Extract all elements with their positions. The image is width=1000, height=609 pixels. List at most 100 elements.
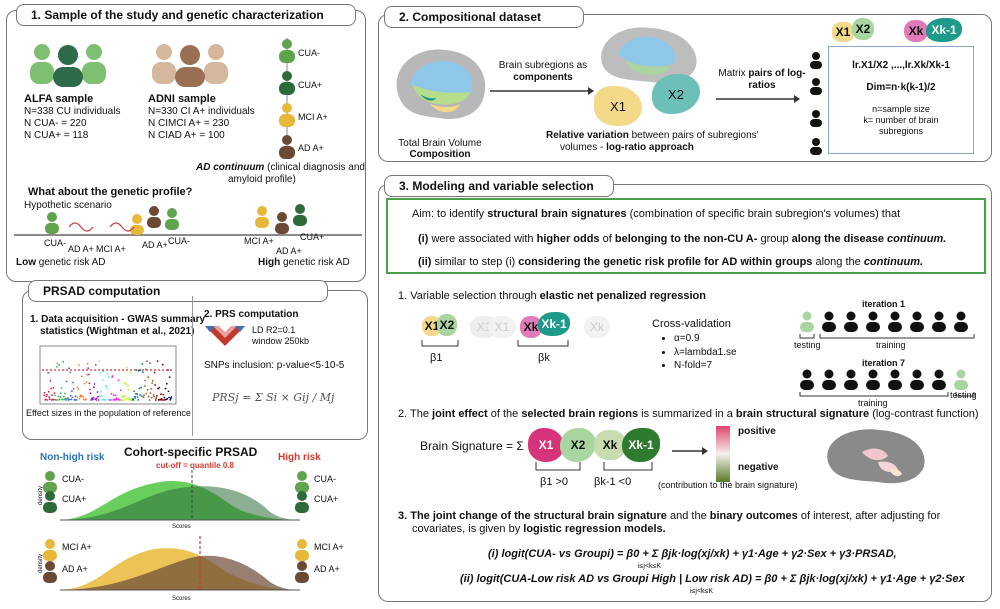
matrix-x1: X1: [832, 22, 854, 42]
manhattan-point: [121, 396, 123, 399]
manhattan-point: [60, 392, 62, 395]
manhattan-point: [93, 383, 96, 385]
manhattan-point: [82, 395, 84, 398]
manhattan-point: [111, 375, 114, 377]
adni-ad: N CIAD A+ = 100: [148, 130, 225, 141]
manhattan-point: [144, 379, 147, 382]
continuum-caption-2: amyloid profile): [228, 174, 296, 185]
manhattan-point: [54, 394, 56, 397]
manhattan-point: [99, 372, 102, 375]
manhattan-point: [112, 394, 115, 397]
low-label-1: CUA-: [44, 238, 66, 248]
manhattan-point: [140, 386, 143, 389]
prs-step1b: statistics (Wightman et al., 2021): [40, 326, 195, 337]
manhattan-point: [163, 396, 166, 399]
manhattan-point: [87, 373, 90, 376]
manhattan-point: [135, 369, 138, 372]
manhattan-point: [55, 399, 58, 401]
manhattan-point: [92, 396, 95, 399]
manhattan-point: [53, 392, 56, 394]
sig-brackets: [535, 462, 653, 471]
manhattan-point: [104, 399, 106, 401]
manhattan-point: [67, 397, 69, 400]
manhattan-point: [96, 397, 98, 399]
prs-people-icons: [43, 471, 309, 583]
manhattan-point: [52, 387, 55, 389]
hypothetic-scenario: Hypothetic scenario: [24, 200, 112, 211]
beta-brackets: [421, 340, 569, 347]
manhattan-point: [148, 399, 151, 401]
manhattan-point: [137, 399, 140, 401]
manhattan-point: [162, 393, 165, 396]
manhattan-point: [59, 396, 62, 398]
manhattan-point: [147, 395, 150, 398]
manhattan-point: [45, 395, 48, 398]
low-label-3: MCI A+: [96, 244, 126, 254]
bottom-left-ad: AD A+: [62, 564, 88, 574]
manhattan-point: [44, 398, 47, 401]
prs-ld: LD R2=0.1: [252, 325, 296, 335]
en-xk1: Xk-1: [538, 312, 570, 336]
manhattan-point: [97, 399, 100, 401]
manhattan-point: [47, 390, 50, 393]
manhattan-point: [143, 394, 145, 396]
manhattan-point: [71, 390, 73, 393]
prs-effect-caption: Effect sizes in the population of refere…: [26, 408, 191, 418]
iteration-7-brackets: [799, 392, 975, 397]
arrow-icon-2: [716, 95, 800, 103]
matrix-dim: Dim=n·k(k-1)/2: [866, 82, 936, 93]
manhattan-point: [65, 380, 68, 383]
manhattan-point: [98, 360, 101, 362]
manhattan-point: [110, 392, 113, 395]
brain-icon: [396, 49, 486, 120]
manhattan-point: [169, 398, 172, 401]
manhattan-point: [46, 393, 48, 396]
manhattan-point: [60, 387, 63, 389]
manhattan-point: [157, 387, 159, 390]
manhattan-point: [79, 394, 82, 396]
training-person-icon: [822, 369, 836, 390]
training-person-icon: [822, 311, 836, 332]
aim-box: [386, 198, 986, 274]
manhattan-point: [97, 395, 99, 398]
matrix-x2: X2: [852, 18, 874, 40]
adni-n: N=330 CI A+ individuals: [148, 106, 255, 117]
training-person-icon: [888, 369, 902, 390]
manhattan-point: [122, 394, 124, 397]
manhattan-point: [168, 376, 171, 378]
low-label-4: AD A+: [142, 240, 168, 250]
manhattan-point: [85, 398, 87, 401]
manhattan-point: [167, 390, 170, 393]
logistic-line-1: 3. The joint change of the structural br…: [398, 510, 941, 522]
manhattan-point: [125, 397, 128, 400]
panel-modeling-title: 3. Modeling and variable selection: [384, 175, 614, 197]
manhattan-point: [75, 399, 78, 401]
manhattan-point: [57, 395, 60, 398]
testing-person-icon: [800, 311, 814, 332]
alfa-cu-pos: N CUA+ = 118: [24, 130, 89, 141]
en-xk: Xk: [520, 316, 542, 338]
training-person-icon: [844, 369, 858, 390]
manhattan-point: [142, 396, 145, 398]
en-xk-faded: Xk: [584, 316, 610, 338]
manhattan-point: [170, 396, 173, 398]
manhattan-point: [117, 379, 120, 382]
manhattan-point: [101, 399, 104, 401]
relative-variation-2: volumes - log-ratio approach: [560, 142, 694, 153]
manhattan-point: [127, 388, 130, 391]
manhattan-point: [80, 375, 83, 378]
manhattan-point: [140, 395, 143, 397]
manhattan-point: [94, 364, 97, 366]
alfa-name: ALFA sample: [24, 93, 94, 105]
manhattan-point: [107, 376, 110, 378]
manhattan-point: [83, 382, 86, 385]
manhattan-point: [139, 369, 142, 372]
manhattan-point: [93, 386, 95, 388]
manhattan-point: [132, 399, 135, 401]
nonhigh-risk: Non-high risk: [40, 452, 105, 463]
top-left-cu-neg: CUA-: [62, 474, 84, 484]
manhattan-point: [78, 364, 80, 366]
manhattan-point: [43, 394, 45, 397]
manhattan-point: [141, 362, 144, 365]
manhattan-point: [105, 387, 108, 390]
